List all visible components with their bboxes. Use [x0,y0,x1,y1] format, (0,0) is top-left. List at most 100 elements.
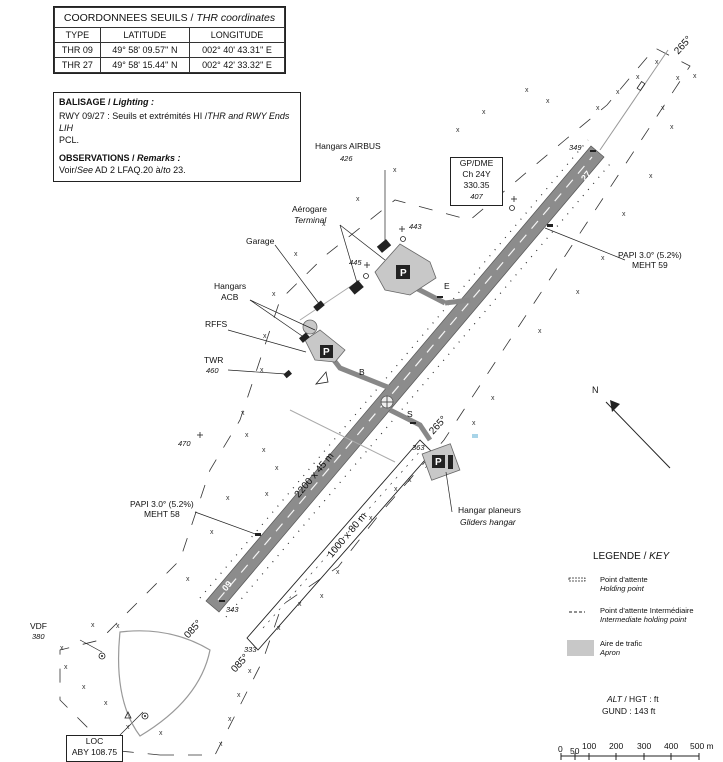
svg-text:x: x [525,87,529,94]
perimeter-fence [59,47,691,756]
svg-text:x: x [272,291,276,298]
loc-line2: ABY 108.75 [71,747,118,757]
svg-text:x: x [456,127,460,134]
vdf-label: VDF [30,621,47,631]
remarks-text: Voir/See AD 2 LFAQ.20 à/to 23. [59,165,186,175]
gpdme-line1: GP/DME [459,158,494,168]
windsock-icon [315,371,329,385]
loc-line1: LOC [85,736,104,746]
svg-text:x: x [277,625,281,632]
svg-text:x: x [596,105,600,112]
svg-text:x: x [219,741,223,748]
threshold-height-349: 349 [569,143,582,152]
legend-item-intermediate: Point d'attente Intermédiaire Intermedia… [600,606,694,624]
hangars-airbus-label: Hangars AIRBUS [315,141,381,151]
legend-item-en: Apron [600,648,621,657]
hangars-airbus-height: 426 [340,154,353,163]
legend-apron-symbol [567,640,594,656]
svg-text:x: x [491,395,495,402]
papi-east-line2: MEHT 59 [631,260,668,270]
gliders-hangar-label: Gliders hangar [460,517,516,527]
svg-text:x: x [91,622,95,629]
svg-text:x: x [237,692,241,699]
svg-text:x: x [322,221,326,228]
scale-tick: 400 [664,741,679,751]
svg-text:x: x [472,420,476,427]
svg-text:x: x [356,196,360,203]
threshold-coordinates-table: COORDONNEES SEUILS / THR coordinates TYP… [53,6,286,74]
runway-end-marker [636,81,646,91]
svg-text:x: x [262,447,266,454]
legend-title: LEGENDE / KEY [593,551,670,562]
gliders-hangar-building [448,455,453,469]
svg-text:x: x [64,664,68,671]
scale-tick: 300 [637,741,652,751]
svg-text:x: x [655,59,659,66]
rffs-label: RFFS [205,319,228,329]
svg-text:x: x [394,486,398,493]
cell: 002° 42' 33.32'' E [188,57,286,73]
hangar-planeurs-label: Hangar planeurs [458,505,521,515]
scale-bar [560,753,700,760]
svg-text:x: x [693,73,697,80]
units-gund: GUND : 143 ft [602,706,656,716]
svg-text:x: x [298,601,302,608]
twr-label: TWR [204,355,224,365]
obstacle-icon [124,711,132,719]
gp-dme-callout: GP/DME Ch 24Y 330.35 407 [450,157,503,206]
legend-item-en: Intermediate holding point [600,615,687,624]
svg-text:x: x [260,367,264,374]
svg-text:x: x [369,515,373,522]
legend-item-fr: Point d'attente Intermédiaire [600,606,694,615]
legend-item-apron: Aire de trafic Apron [600,639,642,657]
parking-label-tower: P [323,347,330,358]
svg-text:x: x [82,684,86,691]
scale-tick: 0 [558,744,563,754]
papi-east-marker [547,224,553,227]
svg-text:x: x [159,730,163,737]
svg-text:x: x [210,529,214,536]
svg-text:x: x [186,576,190,583]
parking-sign-gliders [432,455,445,468]
threshold-height-343: 343 [226,605,239,614]
svg-text:x: x [263,333,267,340]
legend-item-fr: Aire de trafic [600,639,643,648]
gpdme-line2: Ch 24Y [462,169,491,179]
table-row: THR 09 49° 58' 09.57'' N 002° 40' 43.31'… [54,42,286,58]
vdf-antenna-icon [98,652,106,660]
svg-text:x: x [676,75,680,82]
tower-building [283,369,292,379]
svg-text:x: x [636,74,640,81]
terminal-label: Terminal [294,215,327,225]
svg-text:x: x [226,495,230,502]
svg-text:x: x [60,645,64,652]
lighting-pcl: PCL. [59,135,80,145]
table-row: THR 27 49° 58' 15.44'' N 002° 42' 33.32'… [54,57,286,73]
svg-text:x: x [649,173,653,180]
svg-text:x: x [104,700,108,707]
parking-sign-airbus [396,265,410,279]
scale-tick: 500 m [690,741,714,751]
lighting-heading: BALISAGE / Lighting : [59,97,154,107]
legend-holding-point-symbol [568,577,586,582]
holding-point-icon [219,150,596,602]
parking-sign-tower [320,345,333,358]
loc-callout: LOC ABY 108.75 [66,735,123,762]
svg-text:x: x [228,716,232,723]
lighting-text: RWY 09/27 : Seuils et extrémités HI /THR… [59,111,290,133]
legend-item-fr: Point d'attente [600,575,648,584]
obstacle-height-443: 443 [409,222,422,231]
parking-label-gliders: P [435,457,442,468]
signal-area-icon [380,395,394,409]
loc-critical-area [117,630,211,737]
acb-label: ACB [221,292,239,302]
scale-tick: 100 [582,741,597,751]
units-alt-hgt: ALT / HGT : ft [607,694,659,704]
north-arrow [605,400,671,469]
taxiway-e-label: E [444,281,450,291]
svg-text:x: x [601,255,605,262]
terminal-building [348,280,364,295]
svg-text:x: x [320,593,324,600]
loc-antenna-icon [141,712,149,720]
